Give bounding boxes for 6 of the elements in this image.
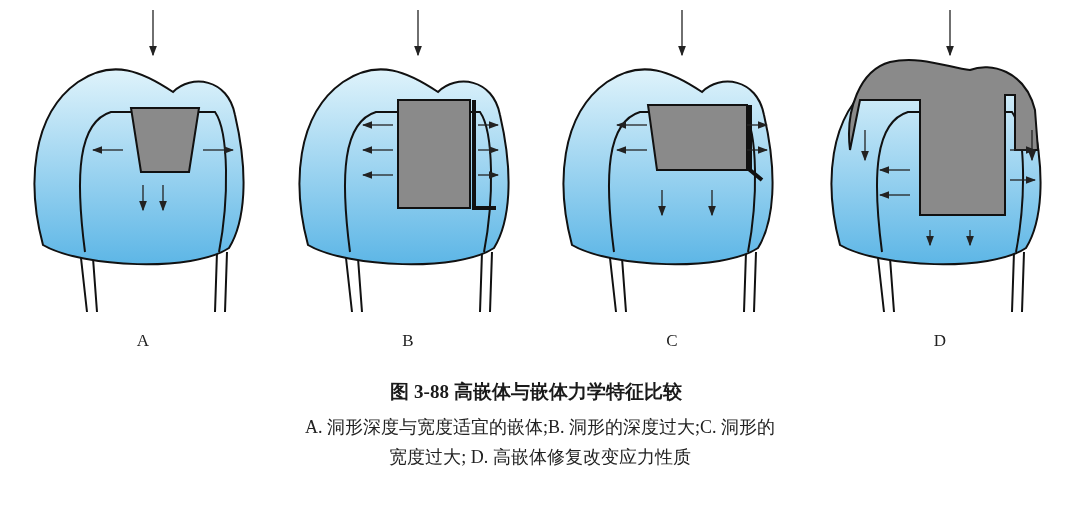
figure-label: C xyxy=(666,330,678,352)
figure-caption: A. 洞形深度与宽度适宜的嵌体;B. 洞形的深度过大;C. 洞形的宽度过大; D. 高嵌体修复改变应力性质 xyxy=(304,416,776,469)
figure-label: D xyxy=(933,330,947,352)
figure-label: A xyxy=(136,330,150,352)
figure-label: B xyxy=(402,330,414,352)
figure-title: 图 3-88 高嵌体与嵌体力学特征比较 xyxy=(389,380,683,404)
